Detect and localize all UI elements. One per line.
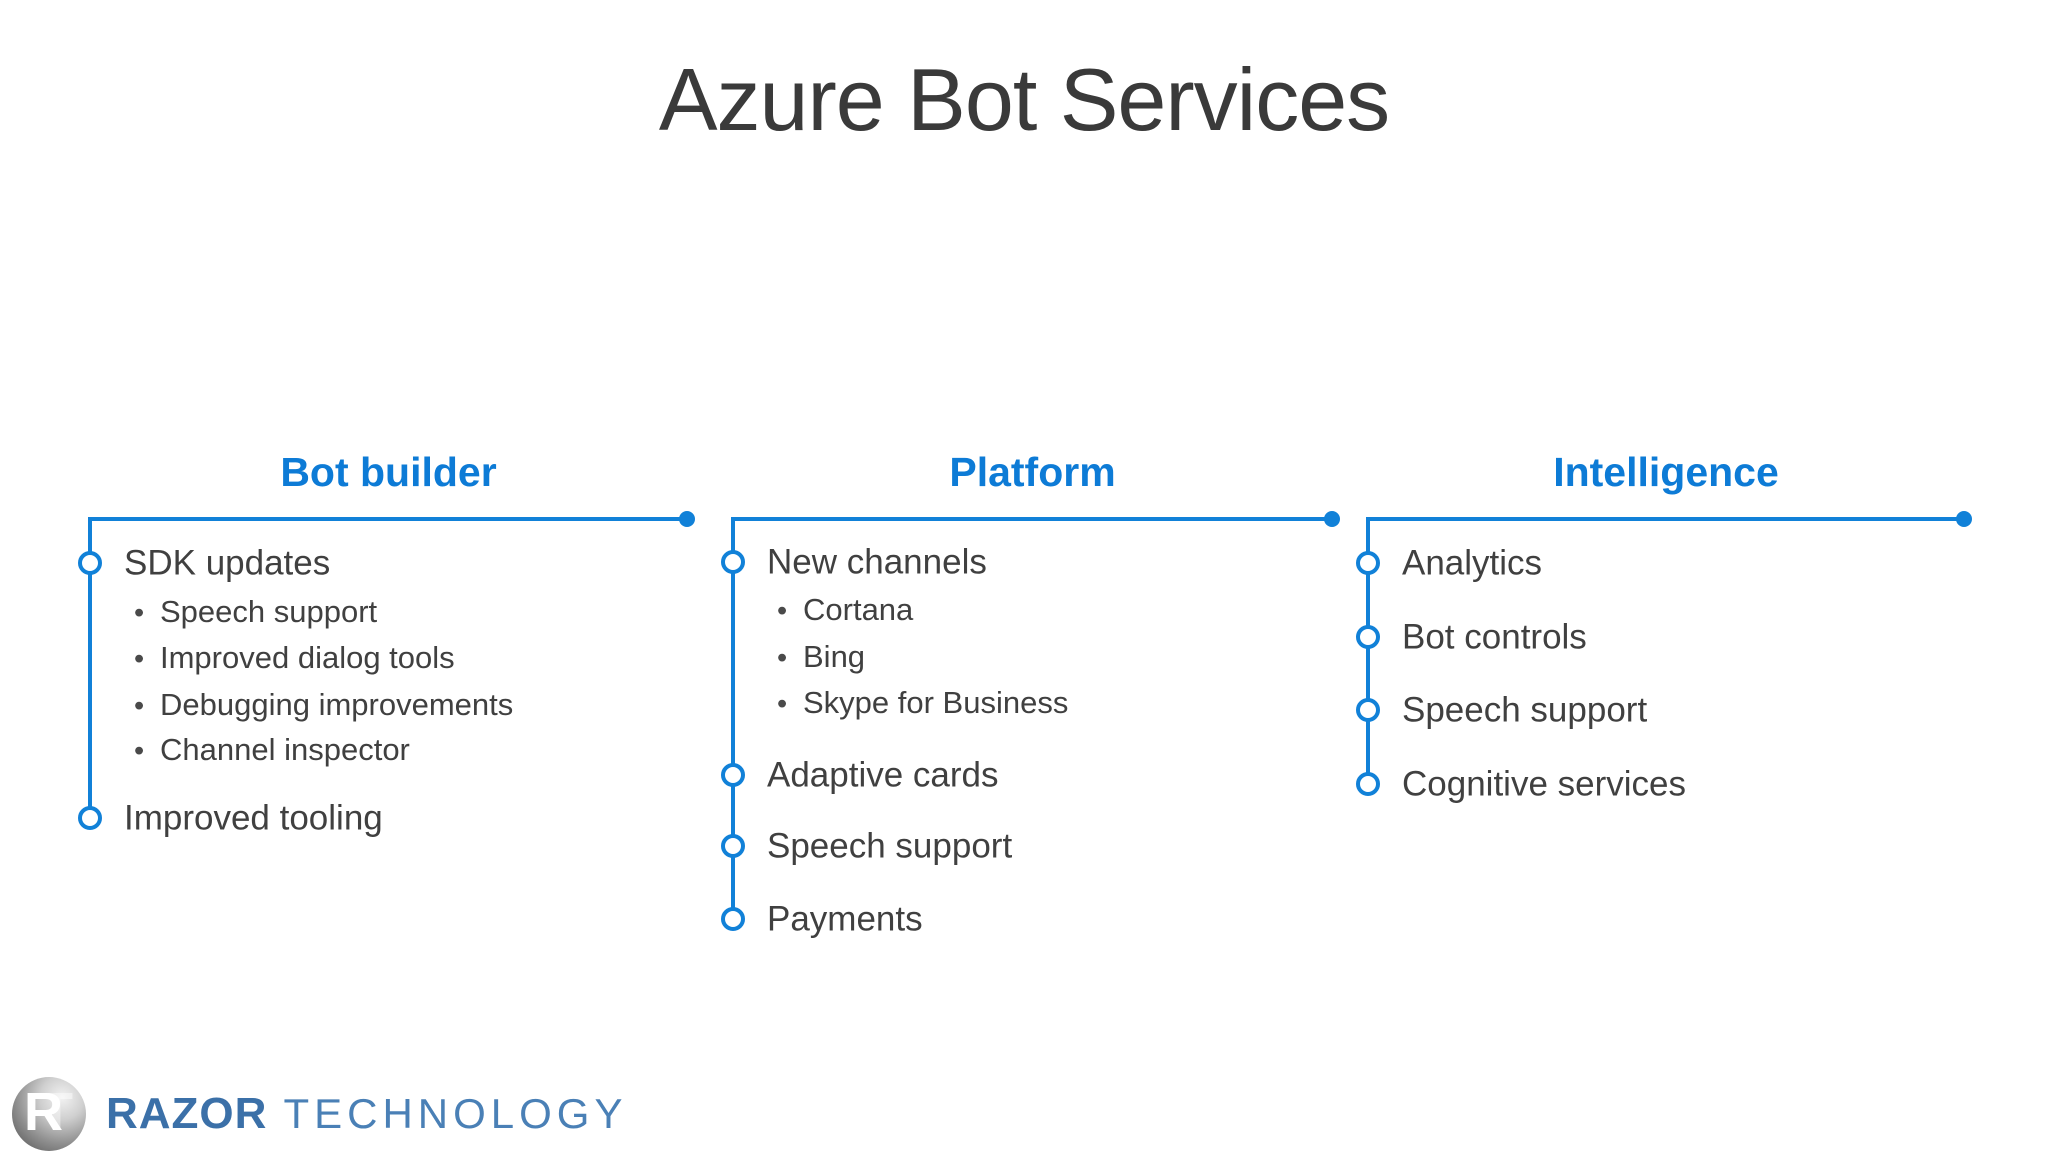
list-item: Speech support <box>1402 690 1648 730</box>
slide-title: Azure Bot Services <box>658 50 1390 149</box>
razor-technology-logo-icon: T R <box>12 1077 86 1151</box>
node-circle-icon <box>78 806 102 830</box>
bracket-horizontal-line <box>733 517 1332 521</box>
node-circle-icon <box>721 834 745 858</box>
bullet-icon: • <box>777 642 788 674</box>
column-intelligence: Intelligence Analytics Bot controls Spee… <box>1356 0 1972 1152</box>
bullet-icon: • <box>134 597 145 629</box>
brand-name-secondary: TECHNOLOGY <box>283 1090 628 1137</box>
sub-item-label: Skype for Business <box>803 685 1069 720</box>
bracket-endpoint-dot <box>1956 511 1972 527</box>
column-bot-builder: Bot builder SDK updates •Speech support … <box>78 0 695 1152</box>
list-item: SDK updates <box>124 543 331 583</box>
bracket-vertical-line <box>731 517 735 921</box>
sub-list-item: • Channel inspector <box>134 734 410 766</box>
brand-name-primary: RAZOR <box>106 1089 268 1138</box>
bullet-icon: • <box>777 688 788 720</box>
column-heading-bot-builder: Bot builder <box>280 449 497 495</box>
list-item: Adaptive cards <box>767 755 999 795</box>
node-circle-icon <box>78 551 102 575</box>
bracket-vertical-line <box>88 517 92 820</box>
column-heading-intelligence: Intelligence <box>1553 449 1779 495</box>
node-circle-icon <box>721 550 745 574</box>
node-circle-icon <box>1356 772 1380 796</box>
bullet-icon: • <box>134 735 145 767</box>
sub-item-label: Debugging improvements <box>160 687 514 722</box>
logo-monogram-t: T <box>40 1082 73 1142</box>
bullet-icon: • <box>777 595 788 627</box>
list-item: New channels <box>767 542 987 582</box>
list-item: Payments <box>767 899 923 939</box>
bracket-endpoint-dot <box>679 511 695 527</box>
column-heading-platform: Platform <box>949 449 1116 495</box>
sub-list-item: • Improved dialog tools <box>134 642 455 674</box>
node-circle-icon <box>1356 625 1380 649</box>
sub-item-label: Speech support <box>160 594 378 629</box>
sub-item-label: Bing <box>803 639 866 674</box>
sub-list-item: • Skype for Business <box>777 687 1068 719</box>
footer-brand: T R RAZOR TECHNOLOGY <box>12 1076 627 1152</box>
sub-list-item: • Bing <box>777 641 865 673</box>
logo-monogram-r: R <box>24 1082 63 1142</box>
sub-list-item: • Speech support <box>134 596 377 628</box>
sub-item-label: Cortana <box>803 592 914 627</box>
bullet-icon: • <box>134 690 145 722</box>
sub-item-label: Improved dialog tools <box>160 640 455 675</box>
node-circle-icon <box>721 907 745 931</box>
bracket-horizontal-line <box>1368 517 1964 521</box>
node-circle-icon <box>1356 551 1380 575</box>
bullet-icon: • <box>134 643 145 675</box>
sub-list-item: • Debugging improvements <box>134 689 513 721</box>
list-item: Analytics <box>1402 543 1543 583</box>
bracket-endpoint-dot <box>1324 511 1340 527</box>
list-item: Bot controls <box>1402 617 1587 657</box>
node-circle-icon <box>721 763 745 787</box>
sub-list-item: • Cortana <box>777 594 913 626</box>
column-platform: Platform New channels • Cortana • Bing • Sk… <box>721 0 1340 1152</box>
list-item: Cognitive services <box>1402 764 1686 804</box>
sub-item-label: Channel inspector <box>160 732 410 767</box>
bracket-vertical-line <box>1366 517 1370 786</box>
node-circle-icon <box>1356 698 1380 722</box>
list-item: Speech support <box>767 826 1013 866</box>
list-item: Improved tooling <box>124 798 383 838</box>
bracket-horizontal-line <box>90 517 687 521</box>
